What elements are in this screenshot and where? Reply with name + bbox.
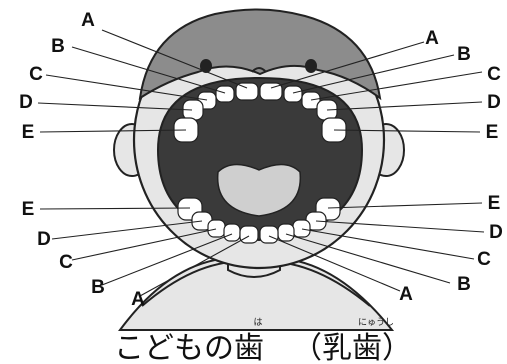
tooth-label: C [487,64,501,85]
tooth-label: C [29,64,43,85]
tooth-label: A [399,284,413,305]
leader-lines-right [268,41,485,292]
title-main: こどもの歯 [114,331,264,364]
lower-tooth [207,219,226,238]
leader-line [301,228,475,260]
tooth-label: A [81,10,95,31]
nose [251,67,267,73]
tooth-label: A [131,289,145,310]
tooth-label: C [477,249,491,270]
leader-line [101,29,248,89]
right-eye [305,59,317,73]
ruby-nyushi: にゅうし [358,317,394,328]
tooth-label: B [457,274,471,295]
upper-tooth [235,82,259,101]
leader-line [285,233,451,284]
tooth-label: B [91,277,105,298]
tooth-label: E [486,122,499,143]
leader-line [45,74,208,101]
tooth-label: A [425,28,439,49]
tooth-label: E [22,122,35,143]
tooth-label: D [487,92,501,113]
upper-tooth [215,85,235,103]
leader-line [71,228,217,261]
leader-line [333,129,481,133]
leader-line [268,235,401,292]
leader-line [37,102,193,111]
tooth-label: D [489,222,503,243]
tooth-label: B [457,44,471,65]
leader-line [270,41,425,89]
upper-tooth [283,85,303,103]
leader-line [327,202,483,209]
tooth-label: D [37,229,51,250]
upper-tooth [259,82,283,101]
leader-lines-left [37,29,250,297]
leader-line [39,207,191,210]
lower-tooth [292,219,311,238]
leader-line [310,71,483,101]
ruby-ha: は [253,317,262,328]
labels-left: A B C D E E D C B A [19,10,145,310]
tooth-label: E [488,193,501,214]
title-sub: （乳歯） [292,331,412,364]
leader-line [315,220,485,233]
leader-line [101,233,233,286]
left-eye [200,59,212,73]
lower-tooth [259,225,279,244]
tongue [216,163,302,217]
tooth-label: B [51,36,65,57]
leader-line [39,129,187,133]
leader-line [51,220,203,240]
leader-line [292,54,455,94]
upper-tooth [301,91,321,110]
lower-tooth [239,225,259,244]
lower-tooth [277,223,295,242]
tooth-label: D [19,92,33,113]
leader-line [71,46,226,94]
leader-line [139,235,250,297]
lower-tooth [223,223,241,242]
leader-line [326,101,483,111]
tooth-label: E [22,199,35,220]
labels-right: A B C D E E D C B A [399,28,503,305]
tooth-label: C [59,252,73,273]
